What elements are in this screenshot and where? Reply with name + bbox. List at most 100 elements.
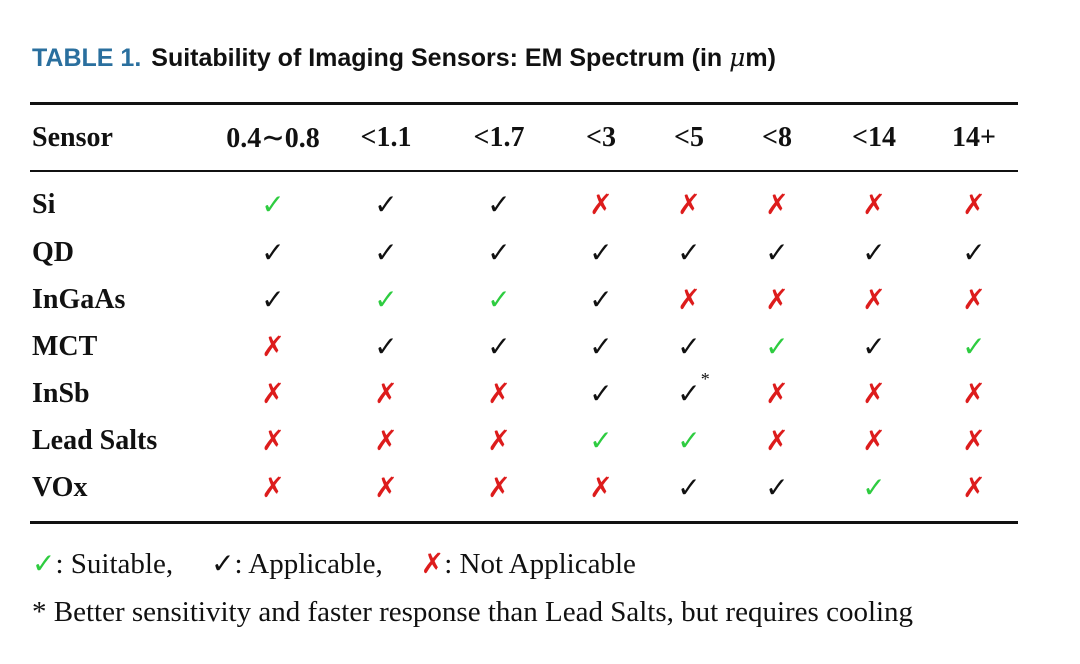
- not-applicable-cross-icon: ✗: [677, 282, 701, 316]
- not-applicable-cross-icon: ✗: [765, 282, 789, 316]
- status-cell: ✓: [642, 464, 736, 511]
- not-applicable-cross-icon: ✗: [261, 329, 285, 363]
- status-cell: ✗: [560, 464, 642, 511]
- table-body: Si✓✓✓✗✗✗✗✗QD✓✓✓✓✓✓✓✓InGaAs✓✓✓✓✗✗✗✗MCT✗✓✓…: [30, 171, 1018, 511]
- table-title: Suitability of Imaging Sensors: EM Spect…: [151, 43, 776, 72]
- table-row: QD✓✓✓✓✓✓✓✓: [30, 229, 1018, 276]
- table-row: VOx✗✗✗✗✓✓✓✗: [30, 464, 1018, 511]
- not-applicable-cross-icon: ✗: [765, 376, 789, 410]
- sensor-name: MCT: [32, 330, 98, 362]
- column-header: <8: [762, 122, 792, 153]
- table-title-end: m): [745, 44, 776, 72]
- status-cell: ✗: [438, 464, 560, 511]
- status-cell: ✓: [334, 323, 438, 370]
- status-cell: ✓: [212, 276, 334, 323]
- not-applicable-cross-icon: ✗: [862, 188, 886, 221]
- table-row: InGaAs✓✓✓✓✗✗✗✗: [30, 276, 1018, 323]
- suitable-check-icon: ✓: [487, 282, 511, 316]
- column-header: <3: [586, 122, 616, 153]
- column-header: <1.1: [360, 122, 412, 153]
- legend-label: : Applicable,: [234, 548, 383, 580]
- applicable-check-icon: ✓: [677, 376, 701, 410]
- column-header: 14+: [952, 122, 996, 153]
- legend-label: : Suitable,: [55, 548, 174, 580]
- applicable-check-icon: ✓: [487, 188, 511, 221]
- applicable-check-icon: ✓: [962, 235, 986, 269]
- status-cell: ✓: [334, 276, 438, 323]
- status-cell: ✗: [818, 171, 930, 229]
- table-caption: TABLE 1. Suitability of Imaging Sensors: …: [32, 38, 776, 78]
- applicable-check-icon: ✓: [487, 329, 511, 363]
- status-cell: ✗: [818, 417, 930, 464]
- status-cell: ✗: [212, 417, 334, 464]
- status-cell: ✓: [818, 323, 930, 370]
- header-row: Sensor 0.4∼0.8 <1.1 <1.7 <3 <5 <8 <14 14…: [30, 105, 1018, 171]
- suitable-check-icon: ✓: [862, 470, 886, 504]
- table-row: MCT✗✓✓✓✓✓✓✓: [30, 323, 1018, 370]
- not-applicable-cross-icon: ✗: [487, 376, 511, 410]
- status-cell: ✗: [930, 171, 1018, 229]
- status-cell: ✓: [560, 370, 642, 417]
- not-applicable-cross-icon: ✗: [962, 376, 986, 410]
- legend: ✓: Suitable,✓: Applicable,✗: Not Applica…: [32, 544, 674, 584]
- not-applicable-cross-icon: ✗: [374, 470, 398, 504]
- not-applicable-cross-icon: ✗: [374, 423, 398, 457]
- status-cell: ✓: [818, 464, 930, 511]
- not-applicable-cross-icon: ✗: [765, 188, 789, 221]
- not-applicable-cross-icon: ✗: [487, 470, 511, 504]
- applicable-check-icon: ✓: [211, 547, 235, 580]
- sensor-name: QD: [32, 236, 74, 268]
- status-cell: ✓: [736, 229, 818, 276]
- sensor-name: VOx: [32, 471, 88, 503]
- legend-label: : Not Applicable: [444, 548, 636, 580]
- not-applicable-cross-icon: ✗: [677, 188, 701, 221]
- column-header: 0.4∼0.8: [226, 123, 320, 154]
- table-row: Lead Salts✗✗✗✓✓✗✗✗: [30, 417, 1018, 464]
- table-title-text: Suitability of Imaging Sensors: EM Spect…: [151, 44, 730, 72]
- suitable-check-icon: ✓: [765, 329, 789, 363]
- status-cell: ✓: [930, 229, 1018, 276]
- sensor-name: InSb: [32, 377, 90, 409]
- status-cell: ✓: [438, 276, 560, 323]
- status-mark-wrapper: ✓*: [677, 369, 709, 411]
- applicable-check-icon: ✓: [589, 329, 613, 363]
- status-cell: ✗: [212, 370, 334, 417]
- applicable-check-icon: ✓: [589, 235, 613, 269]
- status-cell: ✗: [438, 417, 560, 464]
- table-number-label: TABLE 1.: [32, 44, 142, 72]
- status-cell: ✓: [438, 171, 560, 229]
- not-applicable-cross-icon: ✗: [420, 547, 445, 580]
- not-applicable-cross-icon: ✗: [487, 423, 511, 457]
- table-row: Si✓✓✓✗✗✗✗✗: [30, 171, 1018, 229]
- status-cell: ✗: [334, 370, 438, 417]
- legend-item-not-applicable: ✗: Not Applicable: [421, 544, 636, 584]
- not-applicable-cross-icon: ✗: [589, 470, 613, 504]
- status-cell: ✓: [560, 417, 642, 464]
- suitable-check-icon: ✓: [962, 329, 986, 363]
- applicable-check-icon: ✓: [677, 235, 701, 269]
- applicable-check-icon: ✓: [487, 235, 511, 269]
- status-cell: ✓: [560, 276, 642, 323]
- applicable-check-icon: ✓: [862, 235, 886, 269]
- status-cell: ✓: [212, 171, 334, 229]
- table-row: InSb✗✗✗✓✓*✗✗✗: [30, 369, 1018, 417]
- status-cell: ✗: [818, 370, 930, 417]
- legend-item-applicable: ✓: Applicable,: [211, 544, 383, 584]
- applicable-check-icon: ✓: [765, 470, 789, 504]
- status-cell: ✗: [930, 417, 1018, 464]
- column-header: <1.7: [473, 122, 525, 153]
- status-cell: ✓: [642, 229, 736, 276]
- sensor-suitability-table: Sensor 0.4∼0.8 <1.1 <1.7 <3 <5 <8 <14 14…: [30, 105, 1018, 511]
- status-cell: ✗: [560, 171, 642, 229]
- bottom-rule: [30, 521, 1018, 524]
- applicable-check-icon: ✓: [677, 470, 701, 504]
- suitable-check-icon: ✓: [32, 547, 56, 580]
- not-applicable-cross-icon: ✗: [374, 376, 398, 410]
- status-cell: ✓: [334, 171, 438, 229]
- suitable-check-icon: ✓: [374, 282, 398, 316]
- applicable-check-icon: ✓: [589, 376, 613, 410]
- column-header: <14: [852, 122, 896, 153]
- status-cell: ✓: [560, 323, 642, 370]
- status-cell: ✓: [334, 229, 438, 276]
- status-cell: ✗: [212, 464, 334, 511]
